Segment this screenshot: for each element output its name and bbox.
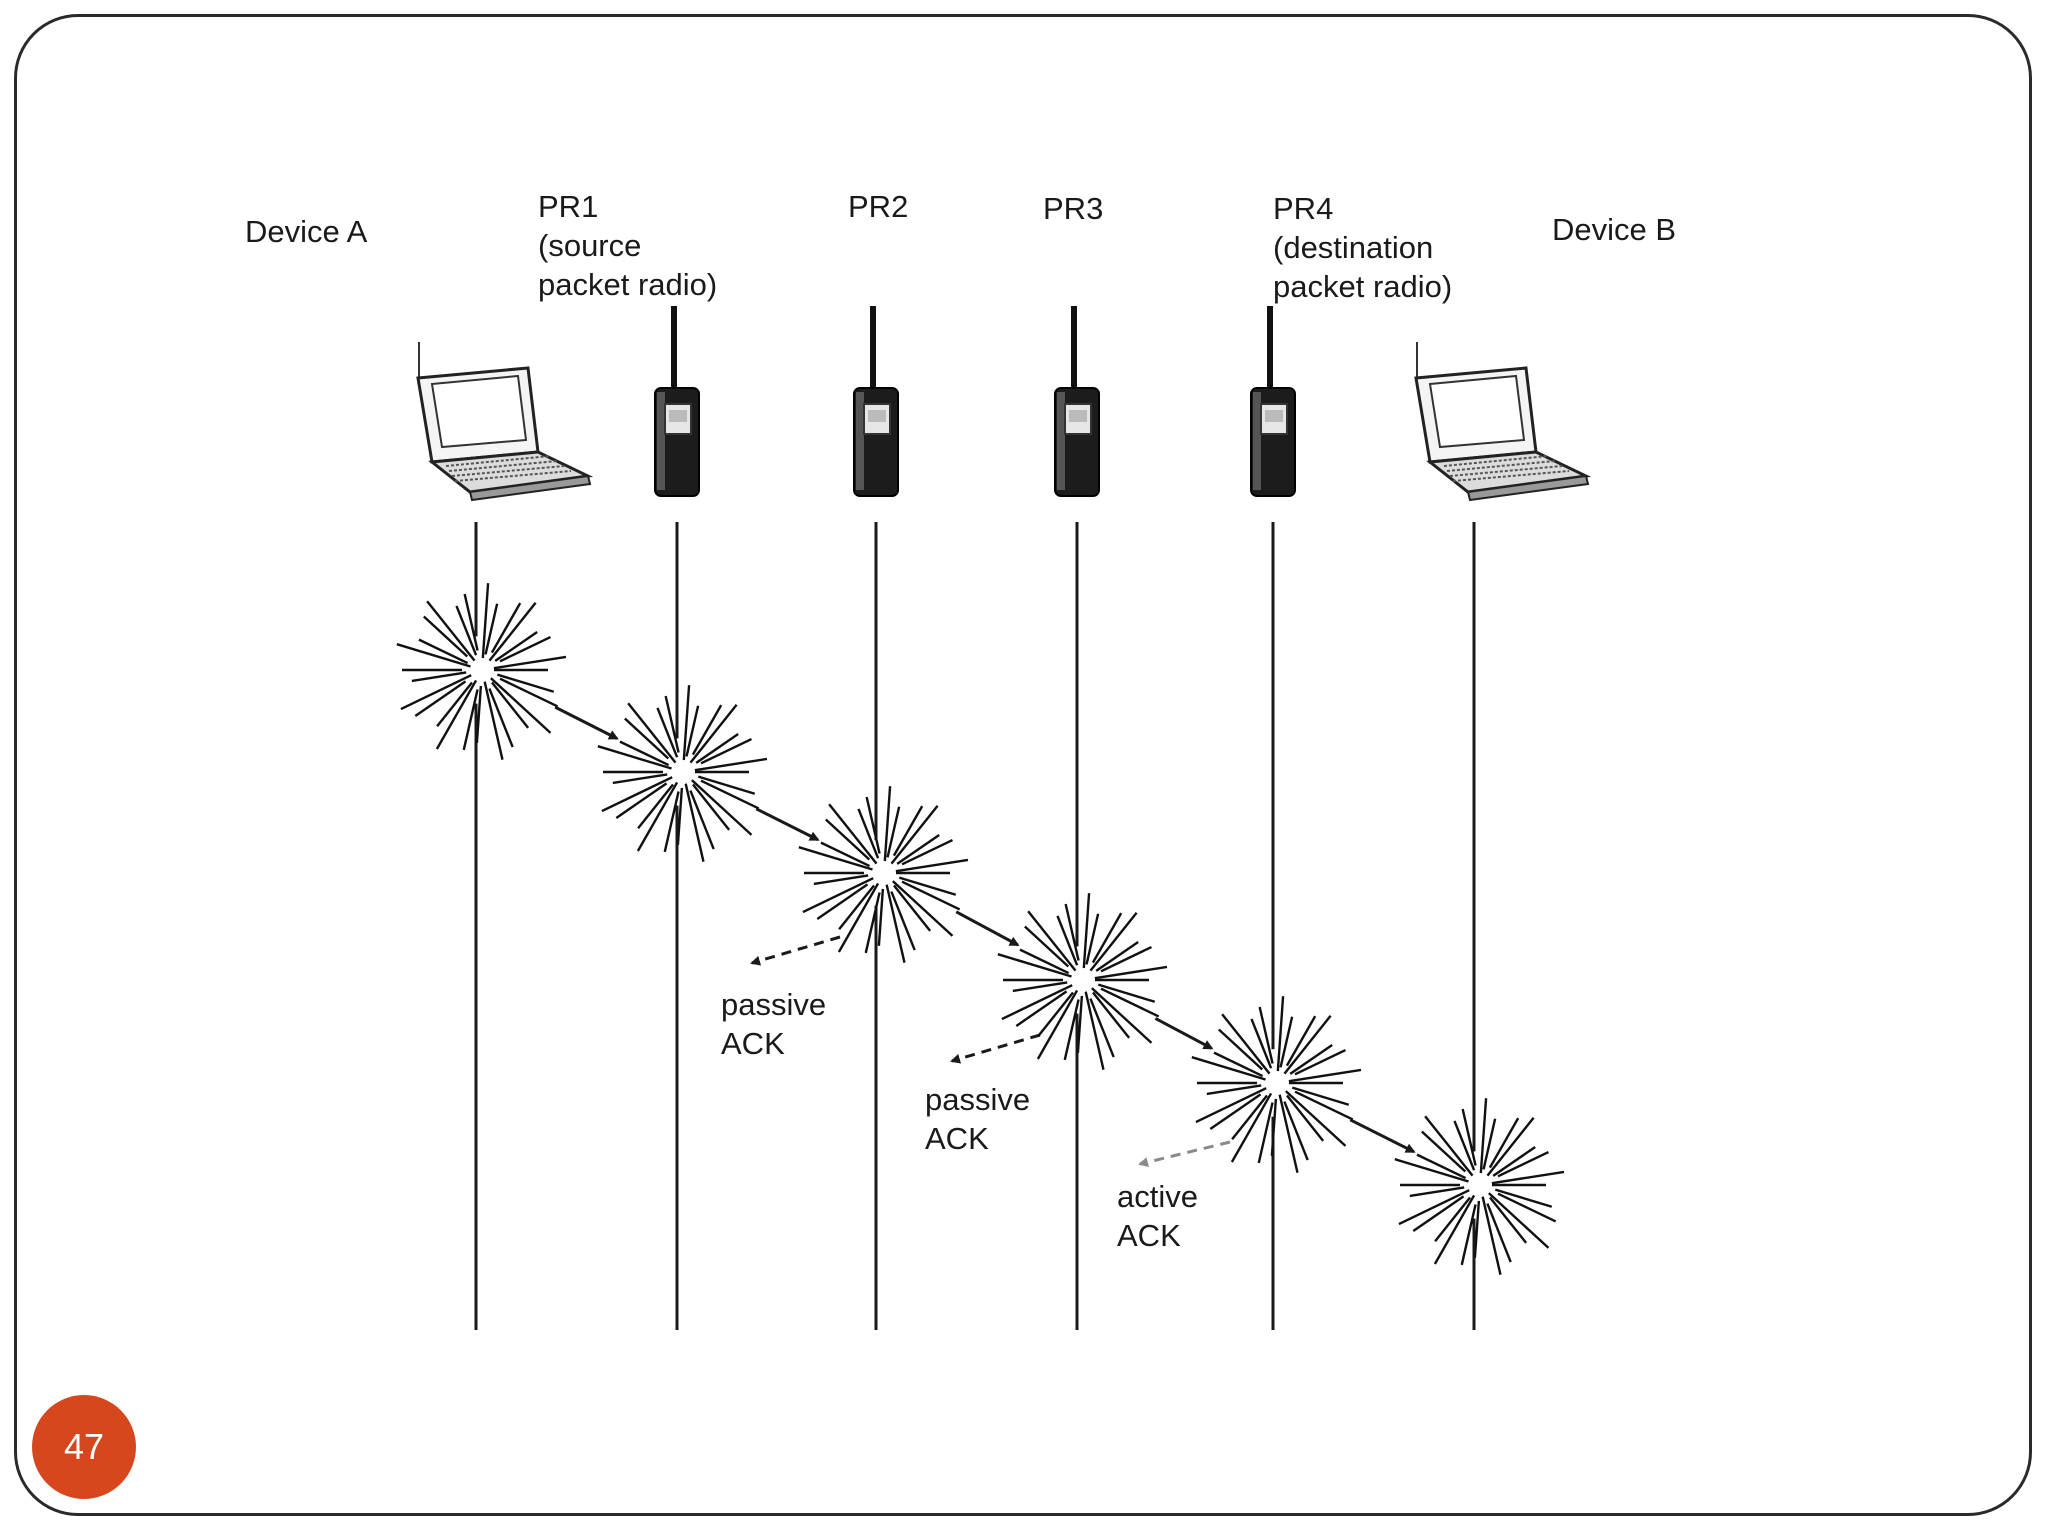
- ack-arrow-3: [1138, 1140, 1231, 1167]
- label-pr1: PR1 (source packet radio): [538, 189, 718, 302]
- transmission-burst-4: [997, 893, 1168, 1070]
- label-ack-1: passive ACK: [721, 987, 827, 1061]
- pr3-radio-icon: [1054, 306, 1100, 497]
- label-device-a: Device A: [245, 214, 368, 249]
- slide-frame: [14, 14, 2032, 1516]
- label-ack-2: passive ACK: [925, 1082, 1031, 1156]
- transmission-arrow-4: [1154, 1017, 1214, 1050]
- pr1-radio-icon: [654, 306, 700, 497]
- transmission-burst-1: [396, 583, 567, 760]
- transmission-arrow-3: [955, 910, 1020, 947]
- page-number-badge: 47: [32, 1395, 136, 1499]
- label-device-b: Device B: [1552, 212, 1677, 247]
- ack-arrow-1: [750, 935, 841, 966]
- ack-arrow-2: [950, 1033, 1041, 1064]
- label-ack-3: active ACK: [1117, 1179, 1198, 1253]
- transmission-arrow-1: [554, 705, 619, 740]
- pr2-radio-icon: [853, 306, 899, 497]
- device-b-laptop-icon: [1414, 342, 1592, 502]
- device-a-laptop-icon: [416, 342, 594, 502]
- transmission-burst-2: [597, 685, 768, 862]
- label-pr3: PR3: [1043, 191, 1104, 226]
- transmission-arrow-5: [1349, 1118, 1416, 1154]
- transmission-burst-5: [1191, 996, 1362, 1173]
- label-pr2: PR2: [848, 189, 909, 224]
- label-pr4: PR4 (destination packet radio): [1273, 191, 1453, 304]
- transmission-burst-6: [1394, 1098, 1565, 1275]
- pr4-radio-icon: [1250, 306, 1296, 497]
- transmission-burst-3: [798, 786, 969, 963]
- transmission-arrow-2: [755, 807, 820, 842]
